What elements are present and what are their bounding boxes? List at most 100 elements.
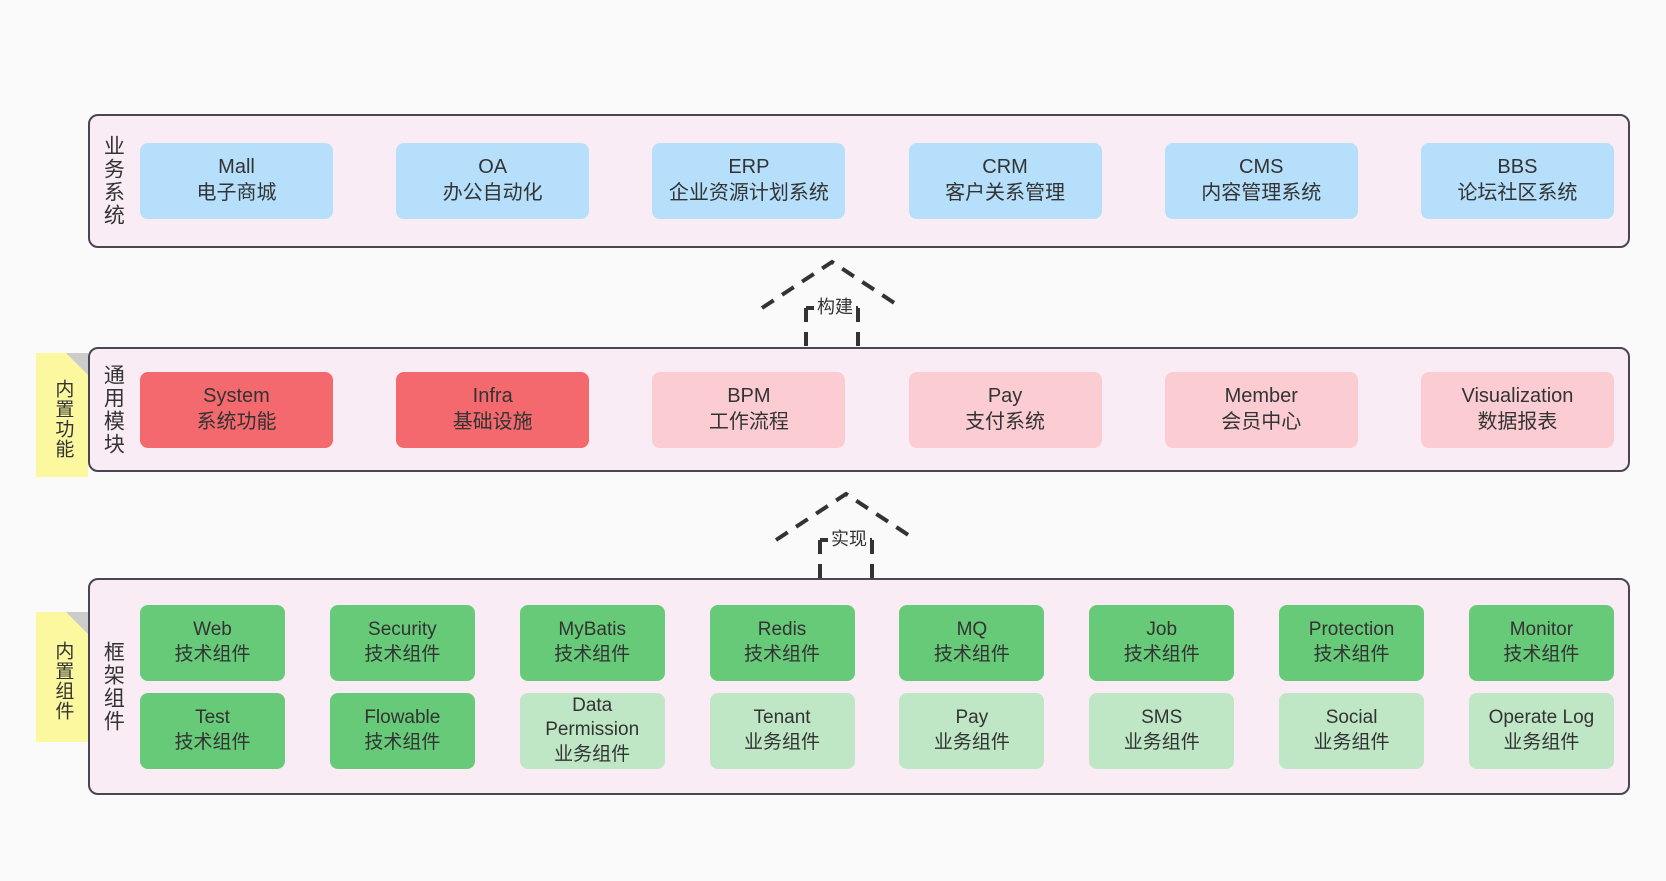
card-subtitle: 业务组件 <box>1503 731 1580 753</box>
card-subtitle: 系统功能 <box>196 410 277 433</box>
card-job[interactable]: Job 技术组件 <box>1089 604 1235 681</box>
card-subtitle: 业务组件 <box>744 731 821 753</box>
card-title: Web <box>193 619 232 641</box>
card-subtitle: 技术组件 <box>554 643 631 665</box>
card-cms[interactable]: CMS 内容管理系统 <box>1164 143 1358 219</box>
card-title: CRM <box>982 156 1028 179</box>
connector-implement-label: 实现 <box>828 524 870 552</box>
connector-implement: 实现 <box>766 488 926 584</box>
card-subtitle: 数据报表 <box>1477 410 1558 433</box>
card-subtitle: 工作流程 <box>708 410 789 433</box>
card-subtitle: 技术组件 <box>1123 643 1200 665</box>
layer-title-common: 通用模块 <box>101 363 125 456</box>
card-protection[interactable]: Protection 技术组件 <box>1279 604 1425 681</box>
card-pay-component[interactable]: Pay 业务组件 <box>899 692 1045 769</box>
layer-framework-components: 框架组件 Web 技术组件 Security 技术组件 MyBatis 技术组件… <box>88 578 1630 795</box>
card-title: BBS <box>1497 156 1538 179</box>
card-title: Job <box>1146 619 1178 641</box>
layer-common-modules: 通用模块 System 系统功能 Infra 基础设施 BPM 工作流程 Pay… <box>88 347 1630 472</box>
card-row: System 系统功能 Infra 基础设施 BPM 工作流程 Pay 支付系统… <box>140 371 1614 448</box>
card-monitor[interactable]: Monitor 技术组件 <box>1468 604 1614 681</box>
card-sms[interactable]: SMS 业务组件 <box>1089 692 1235 769</box>
card-bpm[interactable]: BPM 工作流程 <box>652 371 846 448</box>
card-mybatis[interactable]: MyBatis 技术组件 <box>519 604 665 681</box>
card-flowable[interactable]: Flowable 技术组件 <box>329 692 475 769</box>
card-title: Security <box>368 619 437 641</box>
layer-body-business: Mall 电子商城 OA 办公自动化 ERP 企业资源计划系统 CRM 客户关系… <box>134 116 1628 246</box>
card-title: Operate Log <box>1488 707 1595 729</box>
card-subtitle: 支付系统 <box>965 410 1046 433</box>
sticky-note-label: 内置组件 <box>52 641 74 721</box>
card-subtitle: 技术组件 <box>174 643 251 665</box>
layer-body-common: System 系统功能 Infra 基础设施 BPM 工作流程 Pay 支付系统… <box>134 349 1628 470</box>
card-pay[interactable]: Pay 支付系统 <box>908 371 1102 448</box>
card-security[interactable]: Security 技术组件 <box>329 604 475 681</box>
card-subtitle: 技术组件 <box>744 643 821 665</box>
card-operate-log[interactable]: Operate Log 业务组件 <box>1468 692 1614 769</box>
layer-title-framework: 框架组件 <box>101 640 125 733</box>
card-redis[interactable]: Redis 技术组件 <box>709 604 855 681</box>
card-title: SMS <box>1141 707 1183 729</box>
card-system[interactable]: System 系统功能 <box>140 371 333 448</box>
card-member[interactable]: Member 会员中心 <box>1164 371 1358 448</box>
card-infra[interactable]: Infra 基础设施 <box>396 371 590 448</box>
card-web[interactable]: Web 技术组件 <box>140 604 285 681</box>
card-title: MyBatis <box>558 619 626 641</box>
card-title: ERP <box>728 156 770 179</box>
card-subtitle: 技术组件 <box>174 731 251 753</box>
card-subtitle: 电子商城 <box>196 182 277 204</box>
card-title: CMS <box>1239 156 1284 179</box>
card-title: Pay <box>955 707 989 729</box>
card-subtitle: 业务组件 <box>933 731 1010 753</box>
card-title: Pay <box>987 384 1023 407</box>
card-title: OA <box>478 156 508 179</box>
card-subtitle: 会员中心 <box>1221 410 1302 433</box>
card-row: Test 技术组件 Flowable 技术组件 Data Permission … <box>140 692 1614 769</box>
layer-business-systems: 业务系统 Mall 电子商城 OA 办公自动化 ERP 企业资源计划系统 CRM… <box>88 114 1630 248</box>
card-subtitle: 企业资源计划系统 <box>668 182 829 204</box>
card-title: Test <box>195 707 230 729</box>
card-subtitle: 业务组件 <box>554 743 631 765</box>
card-title: Protection <box>1308 619 1395 641</box>
card-subtitle: 客户关系管理 <box>945 182 1066 204</box>
card-subtitle: 业务组件 <box>1313 731 1390 753</box>
card-visualization[interactable]: Visualization 数据报表 <box>1420 371 1614 448</box>
card-subtitle: 技术组件 <box>1503 643 1580 665</box>
card-subtitle: 论坛社区系统 <box>1457 182 1578 204</box>
card-mq[interactable]: MQ 技术组件 <box>899 604 1045 681</box>
card-social[interactable]: Social 业务组件 <box>1279 692 1425 769</box>
card-subtitle: 技术组件 <box>364 731 441 753</box>
card-mall[interactable]: Mall 电子商城 <box>140 143 333 219</box>
card-subtitle: 内容管理系统 <box>1201 182 1322 204</box>
card-title: Mall <box>218 156 255 179</box>
card-crm[interactable]: CRM 客户关系管理 <box>908 143 1102 219</box>
card-title: Monitor <box>1509 619 1574 641</box>
card-bbs[interactable]: BBS 论坛社区系统 <box>1420 143 1614 219</box>
card-subtitle: 业务组件 <box>1123 731 1200 753</box>
card-row: Web 技术组件 Security 技术组件 MyBatis 技术组件 Redi… <box>140 604 1614 681</box>
card-oa[interactable]: OA 办公自动化 <box>396 143 590 219</box>
card-test[interactable]: Test 技术组件 <box>140 692 285 769</box>
card-erp[interactable]: ERP 企业资源计划系统 <box>652 143 846 219</box>
card-title: System <box>203 384 270 407</box>
card-subtitle: 技术组件 <box>933 643 1010 665</box>
card-title: Member <box>1224 384 1298 407</box>
sticky-note-builtin-features: 内置功能 <box>36 353 88 477</box>
card-title: MQ <box>956 619 988 641</box>
card-title: Tenant <box>753 707 811 729</box>
layer-body-framework: Web 技术组件 Security 技术组件 MyBatis 技术组件 Redi… <box>134 580 1628 793</box>
connector-build: 构建 <box>752 256 912 352</box>
card-title: Visualization <box>1461 384 1574 407</box>
card-subtitle: 基础设施 <box>452 410 533 433</box>
sticky-note-label: 内置功能 <box>52 379 74 459</box>
layer-title-business: 业务系统 <box>101 135 125 227</box>
card-tenant[interactable]: Tenant 业务组件 <box>709 692 855 769</box>
card-subtitle: 办公自动化 <box>442 182 543 204</box>
card-data-permission[interactable]: Data Permission 业务组件 <box>519 692 665 769</box>
card-title: Flowable <box>364 707 441 729</box>
card-title: Redis <box>757 619 807 641</box>
card-title: BPM <box>727 384 771 407</box>
sticky-note-builtin-components: 内置组件 <box>36 612 88 742</box>
card-row: Mall 电子商城 OA 办公自动化 ERP 企业资源计划系统 CRM 客户关系… <box>140 143 1614 219</box>
card-subtitle: 技术组件 <box>364 643 441 665</box>
